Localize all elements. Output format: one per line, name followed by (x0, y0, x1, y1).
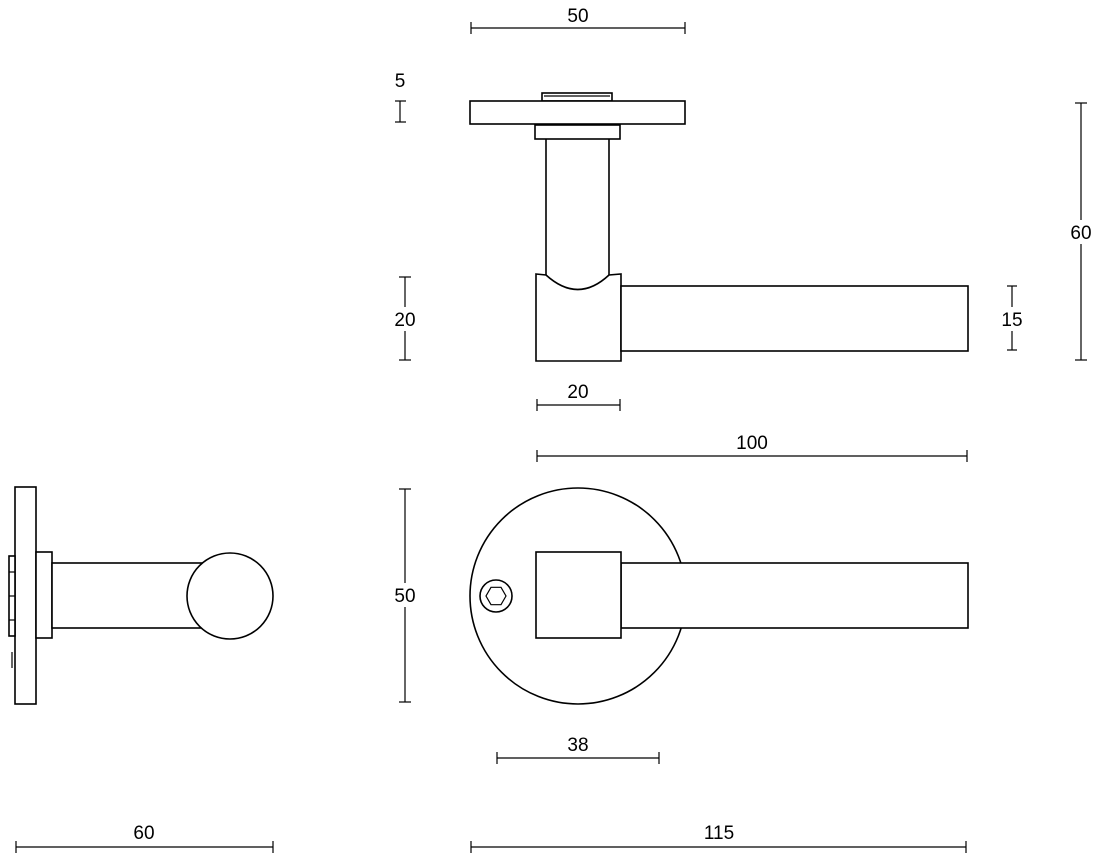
dim-rose-diameter: 50 (390, 488, 420, 703)
dim-rose-thickness: 5 (395, 71, 406, 123)
dim-label: 5 (395, 71, 406, 92)
dim-block-height: 20 (390, 276, 420, 361)
lever-front (620, 562, 969, 629)
side-lever-end (186, 552, 274, 640)
dimensions: 50 5 60 20 (15, 6, 1096, 853)
side-rose-plate (14, 486, 37, 705)
square-block-front (535, 551, 622, 639)
collar (534, 124, 621, 140)
dim-label: 15 (1001, 310, 1022, 331)
dim-label: 20 (567, 382, 588, 403)
dim-top-width: 50 (470, 6, 686, 34)
dim-label: 60 (1070, 223, 1091, 244)
side-collar (35, 551, 53, 639)
dim-label: 50 (567, 6, 588, 27)
lever-bar (620, 285, 969, 352)
dim-screw-offset: 38 (496, 735, 660, 764)
dim-total-height: 60 (1066, 102, 1096, 361)
rose-cap (541, 92, 613, 102)
side-view (8, 486, 274, 705)
dim-label: 100 (736, 433, 768, 454)
dim-block-width: 20 (536, 382, 621, 411)
dim-side-projection: 60 (15, 823, 274, 853)
screw-icon (479, 579, 513, 613)
rose-plate (469, 100, 686, 125)
square-block (535, 273, 622, 362)
dim-label: 115 (704, 823, 734, 844)
dim-overall-length: 115 (470, 823, 967, 853)
front-view (469, 487, 969, 705)
dim-lever-height: 15 (997, 285, 1027, 351)
dim-label: 38 (567, 735, 588, 756)
top-view (469, 92, 969, 362)
dim-lever-length: 100 (536, 433, 968, 462)
side-neck (51, 562, 213, 629)
dim-label: 20 (394, 310, 415, 331)
dim-label: 60 (133, 823, 154, 844)
hex-socket-icon (485, 586, 507, 606)
dim-label: 50 (394, 586, 415, 607)
